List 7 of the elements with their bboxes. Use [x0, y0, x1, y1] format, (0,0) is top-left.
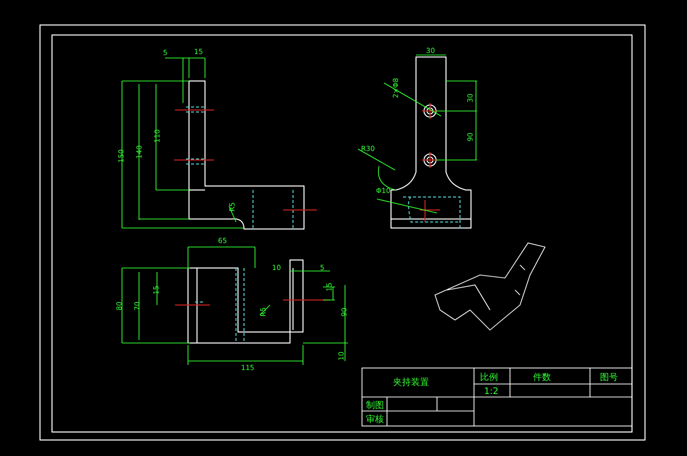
title-block-text: 图号 — [600, 373, 618, 383]
title-block-text: 审核 — [366, 415, 384, 425]
title-block-text: 夹持装置 — [393, 378, 429, 388]
title-block-text: 制图 — [366, 401, 384, 411]
title-block-text: 1:2 — [484, 387, 498, 397]
title-block-text: 比例 — [480, 373, 498, 383]
title-block-text: 件数 — [533, 373, 551, 383]
